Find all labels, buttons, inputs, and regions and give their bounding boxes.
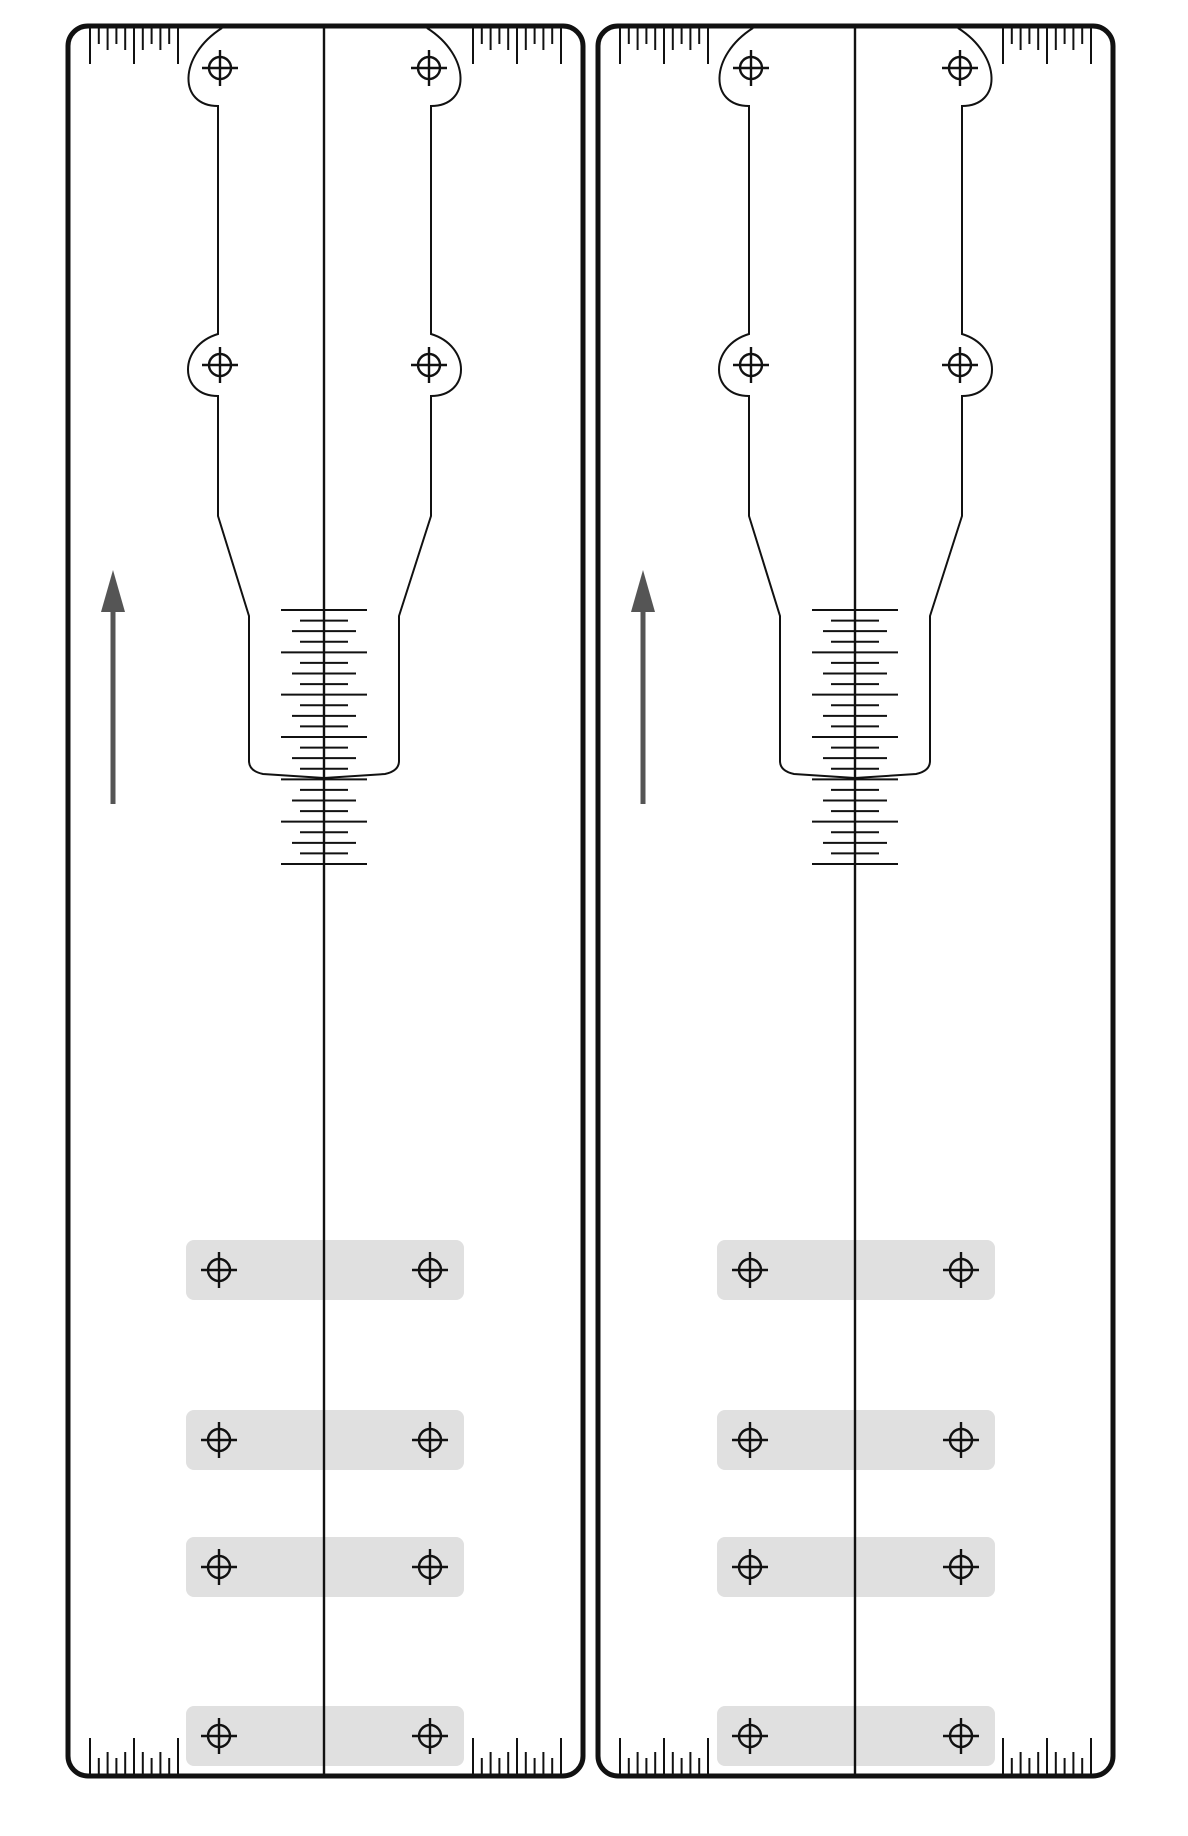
arrow-head xyxy=(631,570,655,612)
ruler-ticks xyxy=(619,1738,709,1774)
crosshair-icon xyxy=(201,1549,237,1585)
crosshair-icon xyxy=(942,347,978,383)
ruler-ticks xyxy=(472,28,562,64)
crosshair-icon xyxy=(943,1252,979,1288)
ruler-ticks xyxy=(89,28,179,64)
panel-right xyxy=(595,23,1116,1779)
pad xyxy=(717,1240,995,1300)
scale-ticks xyxy=(812,609,898,865)
crosshair-icon xyxy=(412,1422,448,1458)
funnel-outline-right xyxy=(854,27,993,779)
scale-ticks xyxy=(281,609,367,865)
ruler-ticks xyxy=(1002,1738,1092,1774)
pad xyxy=(717,1537,995,1597)
crosshair-icon xyxy=(732,1422,768,1458)
crosshair-icon xyxy=(943,1718,979,1754)
crosshair-icon xyxy=(732,1549,768,1585)
upper-crosshairs xyxy=(202,50,447,383)
funnel-outline-left xyxy=(718,27,856,779)
ruler-ticks xyxy=(1002,28,1092,64)
crosshair-icon xyxy=(412,1549,448,1585)
arrow-head xyxy=(101,570,125,612)
crosshair-icon xyxy=(201,1422,237,1458)
ruler-ticks xyxy=(619,28,709,64)
crosshair-icon xyxy=(732,1252,768,1288)
funnel-outline-left xyxy=(187,27,325,779)
crosshair-icon xyxy=(732,1718,768,1754)
crosshair-icon xyxy=(202,50,238,86)
up-arrow-icon xyxy=(101,570,125,804)
crosshair-icon xyxy=(412,1718,448,1754)
pad xyxy=(717,1706,995,1766)
crosshair-icon xyxy=(943,1549,979,1585)
ruler-ticks xyxy=(472,1738,562,1774)
pad xyxy=(186,1706,464,1766)
up-arrow-icon xyxy=(631,570,655,804)
pad xyxy=(186,1410,464,1470)
crosshair-icon xyxy=(942,50,978,86)
crosshair-icon xyxy=(733,50,769,86)
pad xyxy=(186,1537,464,1597)
crosshair-icon xyxy=(733,347,769,383)
upper-crosshairs xyxy=(733,50,978,383)
crosshair-icon xyxy=(943,1422,979,1458)
pad xyxy=(717,1410,995,1470)
crosshair-icon xyxy=(201,1718,237,1754)
funnel-outline-right xyxy=(323,27,462,779)
panel-left xyxy=(65,23,586,1779)
crosshair-icon xyxy=(411,50,447,86)
crosshair-icon xyxy=(202,347,238,383)
crosshair-icon xyxy=(412,1252,448,1288)
pad xyxy=(186,1240,464,1300)
crosshair-icon xyxy=(201,1252,237,1288)
ruler-ticks xyxy=(89,1738,179,1774)
panel-frame xyxy=(65,23,586,1779)
crosshair-icon xyxy=(411,347,447,383)
